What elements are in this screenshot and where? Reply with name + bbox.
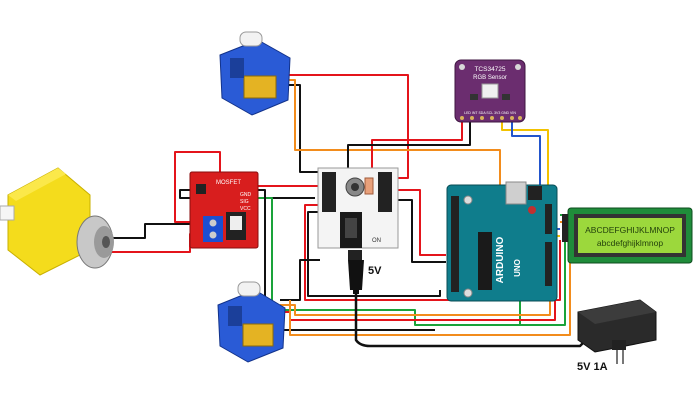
- arduino-uno: ARDUINO UNO: [446, 181, 558, 302]
- wire-adapter-cable: [354, 290, 589, 348]
- mosfet-pin-vcc: VCC: [240, 206, 251, 212]
- arduino-power-header: [545, 204, 552, 234]
- lcd-line-2: abcdefghijklmnop: [597, 238, 663, 248]
- mosfet-led: [196, 184, 206, 194]
- board-header-left: [322, 172, 336, 212]
- servo-bottom-horn: [237, 281, 261, 297]
- mosfet-terminal-block: [203, 216, 223, 242]
- mosfet-pin-gnd: GND: [240, 192, 252, 198]
- wire-servo1-red: [285, 74, 409, 179]
- arduino-brand: ARDUINO: [495, 236, 506, 283]
- lcd-display: ABCDEFGHIJKLMNOP abcdefghijklmnop: [562, 207, 693, 264]
- servo-bottom: [217, 281, 286, 363]
- wire-sensor-yellow: [501, 120, 549, 230]
- sensor-pin-labels: LED INT SDA SCL 3V3 GND VIN: [464, 111, 516, 115]
- power-board: ON: [317, 167, 399, 249]
- lcd-line-1: ABCDEFGHIJKLMNOP: [585, 225, 675, 235]
- arduino-atmega-chip: [478, 232, 492, 290]
- motor-gearbox: [7, 167, 91, 276]
- lcd-i2c-header: [562, 214, 568, 242]
- board-header-right: [378, 172, 392, 212]
- wire-sensor-blue: [511, 120, 541, 230]
- sensor-led: [481, 83, 499, 99]
- wire-servo2-black: [280, 259, 320, 301]
- arduino-digital-header: [451, 196, 459, 292]
- wire-board-black-2: [307, 211, 441, 297]
- five-volt-label: 5V: [368, 265, 382, 277]
- dc-motor: [0, 167, 114, 276]
- mosfet-title: MOSFET: [216, 180, 241, 186]
- arduino-analog-header: [545, 242, 552, 286]
- adapter-label: 5V 1A: [577, 361, 608, 373]
- wire-servo1-black: [285, 84, 330, 173]
- rgb-sensor: TCS34725 RGB Sensor LED INT SDA SCL 3V3 …: [454, 59, 526, 123]
- arduino-usb-port: [505, 181, 527, 205]
- servo-top-label: [243, 75, 277, 99]
- power-adapter: [577, 299, 657, 364]
- wire-mosfet-red-top: [174, 151, 221, 223]
- arduino-model: UNO: [513, 259, 522, 277]
- board-resistor: [364, 177, 374, 195]
- wire-motor-black: [100, 223, 200, 239]
- wire-sensor-red: [371, 120, 463, 172]
- sensor-part-number: TCS34725: [474, 66, 505, 73]
- wires: [100, 74, 589, 348]
- servo-bottom-label: [242, 323, 274, 347]
- servo-top: [219, 31, 291, 116]
- wire-board-red-2: [304, 204, 561, 301]
- arduino-reset-button: [528, 206, 536, 214]
- arduino-dc-jack: [528, 186, 542, 200]
- wire-motor-red: [100, 233, 200, 253]
- mosfet-module: MOSFET GND SIG VCC: [189, 171, 259, 249]
- motor-shaft: [0, 205, 15, 221]
- wire-sensor-black: [347, 120, 471, 172]
- sensor-name: RGB Sensor: [473, 75, 507, 81]
- board-on-label: ON: [372, 238, 381, 244]
- wire-board-black-1: [395, 199, 446, 263]
- wire-board-red-1: [395, 189, 446, 256]
- servo-top-horn: [239, 31, 263, 47]
- mosfet-pin-sig: SIG: [240, 199, 249, 205]
- barrel-plug: [348, 250, 364, 294]
